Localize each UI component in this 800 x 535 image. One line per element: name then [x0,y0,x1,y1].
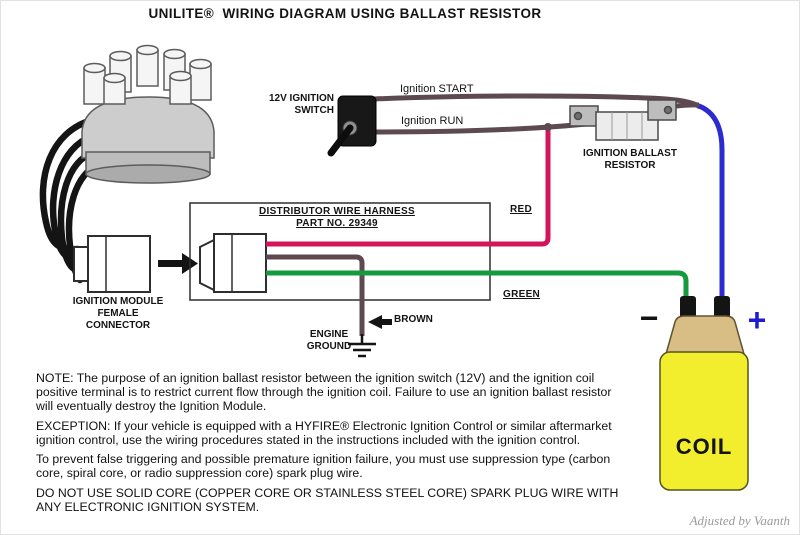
brown-wire [266,254,365,336]
plug-direction-arrow-icon [158,253,198,274]
cap-dome [81,96,215,159]
distributor-cap-icon [81,44,215,184]
ignition-switch-label: 12V IGNITION SWITCH [268,93,334,116]
cap-base-rim [85,164,211,184]
ignition-run-label: Ignition RUN [401,115,464,127]
coil-cap [665,315,745,355]
ballast-resistor-label: IGNITION BALLAST RESISTOR [583,148,677,171]
ignition-start-label: Ignition START [400,83,474,95]
coil-plus-sign: + [747,302,767,338]
run-red-junction [544,123,552,131]
ignition-start-wire [373,93,702,110]
blue-wire [697,103,725,300]
harness-label: DISTRIBUTOR WIRE HARNESS PART NO. 29349 [259,206,415,229]
harness-connector-icon [199,233,267,293]
red-wire-label: RED [510,204,533,215]
ignition-module-connector-icon [73,235,151,293]
coil-body [659,351,749,491]
note-paragraph: NOTE: The purpose of an ignition ballast… [36,371,612,413]
cap-towers-front [103,70,192,105]
page-title: UNILITE® WIRING DIAGRAM USING BALLAST RE… [148,6,542,21]
suppression-paragraph: To prevent false triggering and possible… [36,452,611,481]
brown-wire-label: BROWN [394,314,433,325]
brown-arrow-icon [368,315,392,329]
cap-towers-back [83,44,212,105]
watermark: Adjusted by Vaanth [689,513,790,528]
module-connector-label: IGNITION MODULE FEMALE CONNECTOR [72,296,164,331]
engine-ground-icon [348,334,376,358]
coil-label: COIL [675,434,733,459]
solid-core-warning-paragraph: DO NOT USE SOLID CORE (COPPER CORE OR ST… [36,486,619,515]
coil-minus-sign: − [639,300,659,336]
ignition-switch-icon [327,95,377,157]
exception-paragraph: EXCEPTION: If your vehicle is equipped w… [36,418,612,447]
ignition-coil-icon [659,296,749,491]
engine-ground-label: ENGINE GROUND [306,329,352,352]
green-wire [266,270,689,302]
harness-box [189,202,491,301]
ballast-resistor-icon [569,99,677,141]
red-wire [266,127,551,247]
notes-section: NOTE: The purpose of an ignition ballast… [36,371,628,521]
green-wire-label: GREEN [503,289,541,300]
